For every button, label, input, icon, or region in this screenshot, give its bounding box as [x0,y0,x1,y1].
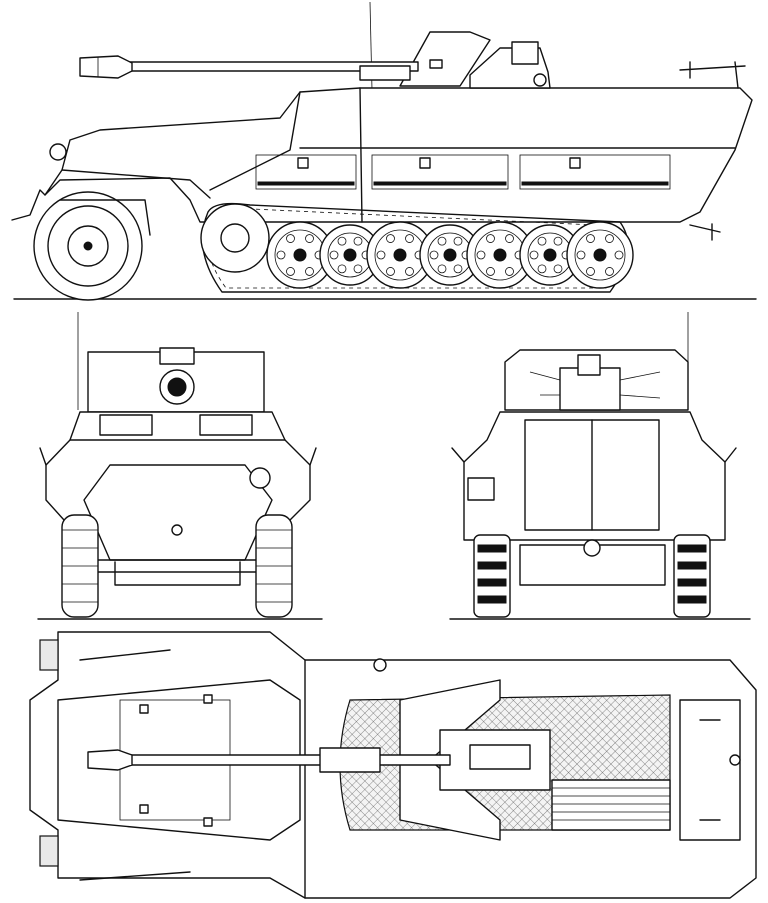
side-view [11,1,757,301]
rear-mirrors [451,447,737,463]
front-nose-plate [83,464,273,561]
side-shield-port [429,59,443,69]
side-gun-sight-box [511,41,539,65]
top-muzzle-brake [87,749,133,771]
top-hatch-hinge-1 [139,704,149,714]
front-headlight [249,467,271,489]
road-wheel [319,224,381,286]
top-view [29,631,757,899]
front-shield-top-block [159,347,195,365]
top-rear-door-frame [679,699,741,841]
rear-left-track [473,534,511,618]
side-hull-panel-line [359,87,363,223]
side-front-wheel [33,191,151,301]
top-front-right-wheel [39,835,59,867]
rear-right-track [673,534,711,618]
front-muzzle-bore [167,377,187,397]
side-gun-recoil [359,65,411,81]
front-nose-bolt [171,524,183,536]
top-front-left-wheel [39,639,59,671]
top-hatch-hinge-4 [203,817,213,827]
side-rear-rack [679,61,746,89]
side-road-wheels [266,221,634,289]
front-mirrors [39,447,317,466]
top-fender-tools [79,649,191,881]
rear-lower-plate [519,544,666,586]
side-hull-slope [209,91,301,191]
side-handwheel [533,73,547,87]
road-wheel [366,221,434,289]
side-front-fender [59,199,151,236]
rear-view [449,312,751,620]
front-vision-port-left [99,414,153,436]
top-recoil-cylinder [319,747,381,773]
top-antenna-base [373,658,387,672]
side-drive-sprocket [200,203,270,273]
road-wheel [419,224,481,286]
road-wheel [466,221,534,289]
top-hatch-hinge-2 [203,694,213,704]
side-muzzle-brake [79,55,133,79]
rear-gun-breech [529,354,661,411]
top-ammo-racks [551,779,671,831]
top-breech-block [469,744,531,770]
top-rear-door-handles [699,719,721,821]
rear-tail-plate [467,477,495,501]
top-hatch-hinge-3 [139,804,149,814]
side-front-bumper [11,189,46,221]
road-wheel [566,221,634,289]
front-left-tyre [61,514,99,618]
rear-tow-coupling [583,539,601,557]
side-gun-shield [399,31,491,87]
front-right-tyre [255,514,293,618]
side-engine-deck [61,169,211,199]
front-vision-port-right [199,414,253,436]
side-stowage-boxes [255,154,671,190]
side-tow-hook [689,223,721,241]
front-axle [89,561,266,586]
front-view [37,312,323,620]
side-headlight [49,143,67,161]
top-tow-hook [729,754,741,766]
top-gun-barrel [129,754,451,766]
top-engine-deck [57,679,301,841]
